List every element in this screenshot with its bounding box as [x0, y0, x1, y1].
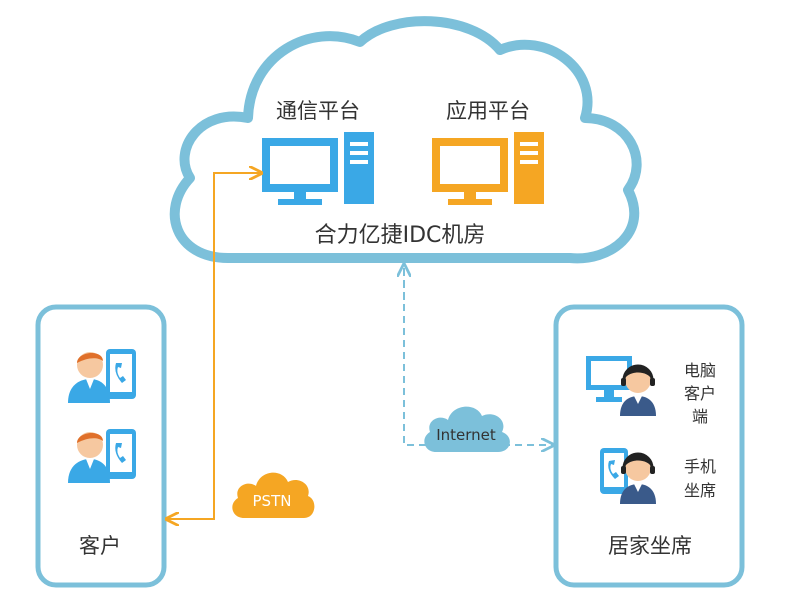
- comm-platform-label: 通信平台: [276, 99, 360, 123]
- customer-phone-icon: [68, 349, 136, 403]
- app-platform-label: 应用平台: [446, 99, 530, 123]
- mobile-agent-icon: [600, 448, 656, 504]
- mobile-agent-label-line: 手机: [684, 457, 716, 476]
- pc-agent-icon: [586, 356, 656, 416]
- pc-client-label-line: 电脑: [684, 361, 716, 380]
- home-agent-label: 居家坐席: [608, 534, 692, 558]
- customer-phone-icon: [68, 429, 136, 483]
- pstn-label: PSTN: [253, 492, 292, 510]
- mobile-agent-label-line: 坐席: [684, 481, 716, 500]
- pc-client-label-line: 端: [692, 407, 708, 426]
- pstn-cloud: [232, 472, 315, 518]
- internet-label: Internet: [436, 426, 496, 444]
- datacenter-label: 合力亿捷IDC机房: [315, 223, 486, 248]
- customer-label: 客户: [79, 534, 121, 558]
- comm-platform-computer-icon: [262, 132, 374, 205]
- app-platform-computer-icon: [432, 132, 544, 205]
- pstn-connection-line: [168, 173, 262, 519]
- pc-client-label-line: 客户: [684, 384, 716, 403]
- internet-connection-line: [404, 266, 552, 445]
- internet-cloud: [424, 406, 510, 452]
